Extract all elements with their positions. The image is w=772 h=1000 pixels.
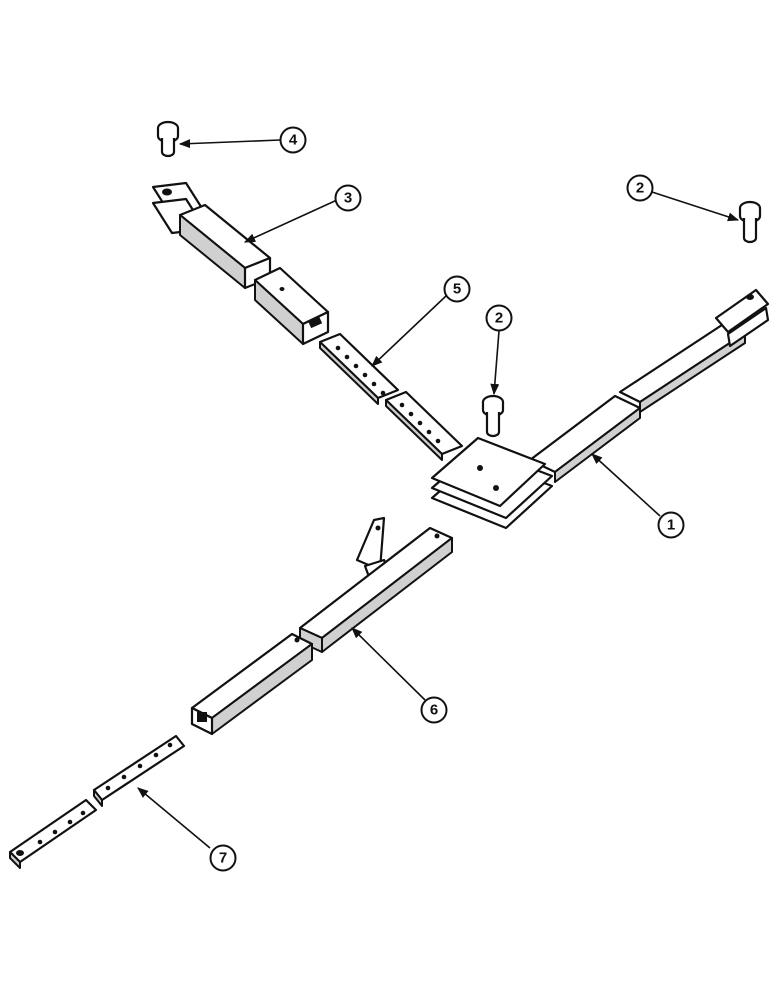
part-4-pin: [156, 120, 180, 158]
leader-2-center: [490, 330, 500, 396]
callout-1-label: 1: [667, 517, 675, 534]
callout-5-label: 5: [453, 281, 461, 298]
part-2-pin-right: [738, 200, 762, 244]
callout-3-label: 3: [344, 190, 352, 207]
leader-lines: [137, 139, 740, 849]
part-1-center-frame: [430, 288, 770, 530]
leader-4: [178, 139, 281, 149]
callout-4-label: 4: [289, 132, 298, 149]
leader-3: [243, 199, 338, 243]
leader-6: [351, 627, 426, 701]
callout-6-label: 6: [430, 702, 438, 719]
callout-7-label: 7: [219, 850, 227, 867]
part-5-adjustment-bars: [318, 332, 464, 461]
leader-7: [137, 787, 211, 849]
leader-2-right: [651, 191, 740, 222]
callout-2-right: 2: [626, 174, 654, 202]
callout-2-right-label: 2: [636, 180, 644, 197]
callout-2-center: 2: [485, 304, 513, 332]
callout-3: 3: [334, 184, 362, 212]
leader-1: [591, 453, 661, 517]
callout-7: 7: [209, 844, 237, 872]
leader-5: [371, 295, 447, 367]
callout-6: 6: [420, 696, 448, 724]
part-3-clevis-sleeve: [151, 181, 330, 346]
part-7-adjustment-bars: [8, 734, 186, 869]
part-2-pin-center: [481, 394, 505, 438]
callout-2-center-label: 2: [495, 310, 503, 327]
callout-1: 1: [657, 511, 685, 539]
part-6-lower-sleeve: [190, 516, 454, 736]
callout-5: 5: [443, 275, 471, 303]
callout-4: 4: [279, 126, 307, 154]
